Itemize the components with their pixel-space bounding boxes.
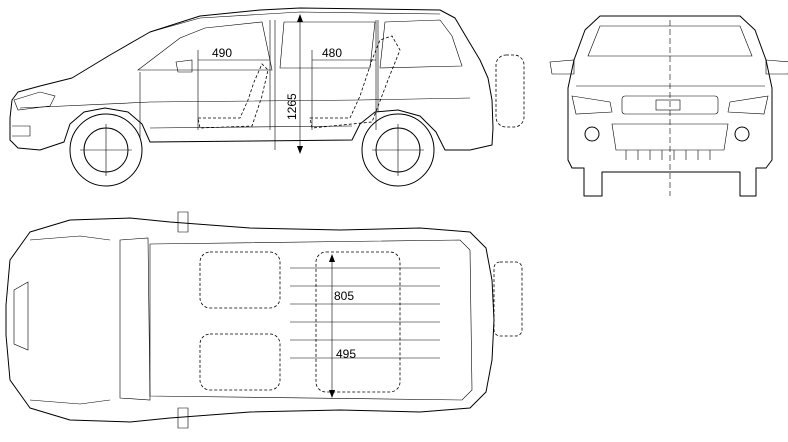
headlight-side: [13, 91, 56, 111]
roof-outline: [149, 239, 473, 401]
side-view: 490 480 1265: [9, 7, 525, 187]
top-front-seat-right: [199, 333, 281, 391]
top-spare-tire: [493, 261, 523, 337]
fog-light-left: [584, 126, 600, 142]
front-window: [137, 21, 273, 71]
rear-seat-outline: [309, 35, 401, 129]
dim-ext-front: [197, 20, 271, 130]
dim-cargo-length-lower: 495: [336, 347, 356, 361]
top-hood-lines: [29, 235, 111, 405]
arrow-height-bottom: [297, 146, 303, 154]
skid-plate-ribs: [625, 150, 711, 160]
windshield: [587, 25, 753, 57]
mirror-left: [549, 59, 575, 75]
top-mirror-right: [177, 407, 189, 429]
arrow-cargo-bottom: [329, 390, 335, 398]
body-crease: [19, 97, 471, 109]
arrow-cargo-top: [329, 254, 335, 262]
side-body-outline: [9, 7, 494, 151]
sill-line: [149, 125, 353, 129]
grille-emblem: [655, 99, 681, 111]
middle-window: [279, 21, 376, 69]
dim-rear-legroom: 480: [322, 46, 342, 60]
arrow-height-top: [297, 14, 303, 22]
top-front-seat-left: [199, 251, 281, 309]
spare-tire-side: [495, 54, 525, 128]
front-bumper-side: [12, 125, 31, 137]
fog-light-right: [734, 126, 750, 142]
headlight-left: [571, 95, 613, 115]
top-mirror-left: [177, 211, 189, 233]
dim-cargo-length-upper: 805: [334, 289, 354, 303]
wheel-crosshairs: [80, 124, 424, 176]
rear-window: [379, 19, 463, 69]
front-wheel-tire: [69, 113, 143, 187]
top-windshield: [119, 237, 151, 401]
top-rear-bench: [315, 251, 401, 393]
dim-ext-rear: [311, 20, 377, 130]
top-body-outline: [5, 217, 495, 423]
top-view: 805 495: [5, 211, 523, 429]
rear-wheel-tire: [361, 113, 435, 187]
bumper-guard: [611, 123, 729, 151]
roof-rail: [149, 11, 441, 33]
front-seat-outline: [197, 63, 269, 129]
mirror-right: [765, 59, 788, 75]
top-nose-grille: [13, 281, 29, 351]
dim-interior-height: 1265: [285, 93, 299, 120]
side-mirror: [175, 59, 193, 73]
dim-front-legroom: 490: [212, 46, 232, 60]
front-view: [549, 15, 788, 197]
front-body-outline: [567, 15, 773, 197]
headlight-right: [727, 95, 769, 115]
roof-rack-slats: [290, 267, 440, 359]
